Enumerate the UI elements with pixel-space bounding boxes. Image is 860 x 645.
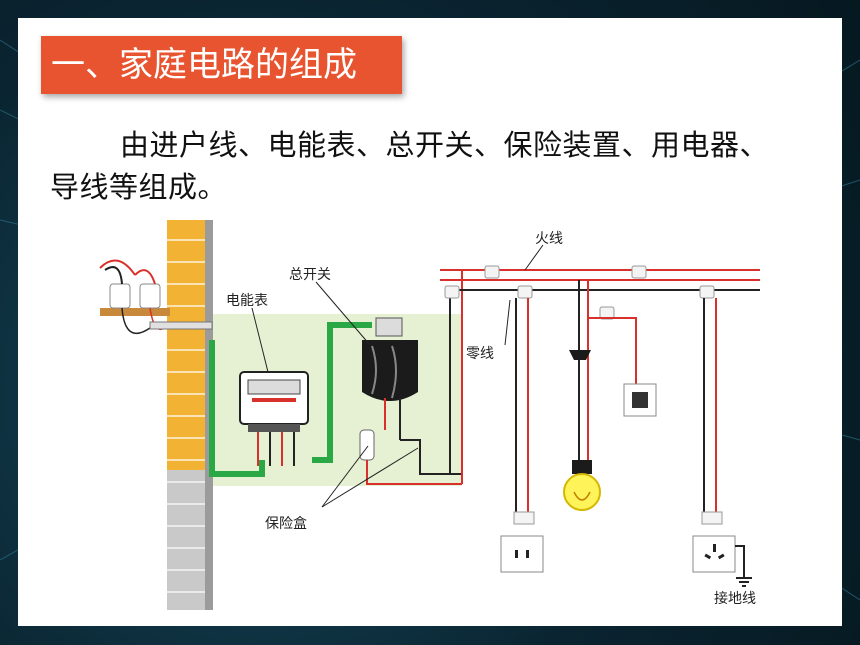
wall-switch — [623, 383, 657, 417]
label-live-wire: 火线 — [535, 231, 563, 247]
label-main-switch: 总开关 — [289, 267, 331, 283]
entry-conduit — [209, 340, 265, 477]
label-fuse-box: 保险盒 — [265, 515, 307, 532]
meter-to-switch-conduit — [312, 322, 372, 463]
label-neutral-wire: 零线 — [466, 346, 494, 362]
electric-meter — [239, 371, 309, 466]
ground-symbol — [735, 545, 752, 587]
two-pin-outlet — [500, 511, 544, 573]
ceiling-rose — [569, 350, 591, 360]
label-meter: 电能表 — [226, 293, 268, 309]
outdoor-insulators — [99, 259, 213, 334]
intro-paragraph: 由进户线、电能表、总开关、保险装置、用电器、导线等组成。 — [50, 128, 770, 204]
brick-wall — [167, 220, 213, 610]
label-ground-wire: 接地线 — [714, 590, 756, 607]
light-bulb — [563, 460, 601, 511]
section-title: 一、家庭电路的组成 — [41, 36, 402, 94]
main-switch — [362, 317, 418, 440]
three-pin-outlet — [692, 511, 736, 573]
